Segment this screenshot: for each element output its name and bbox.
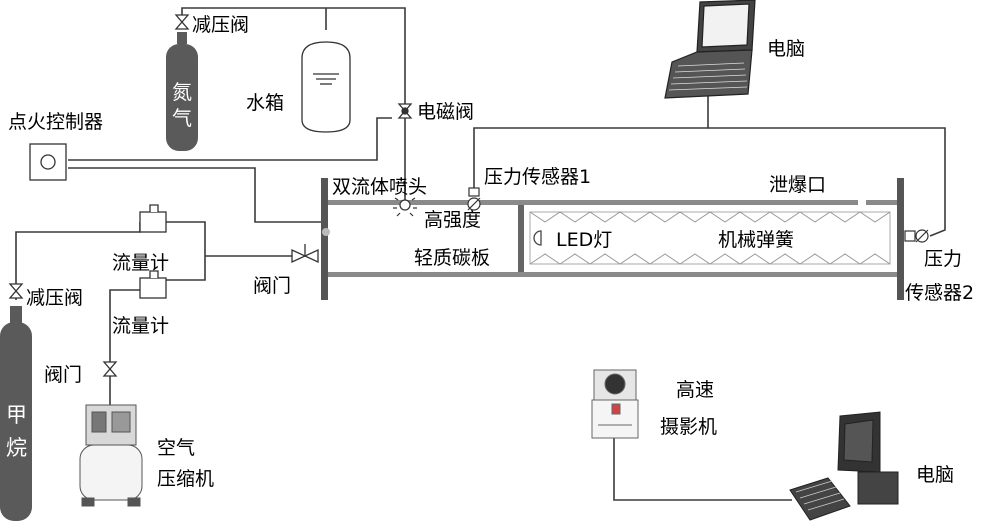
ignition-controller-shape xyxy=(29,143,67,181)
left-end-flange xyxy=(321,178,328,300)
pressure-sensor-1-shape xyxy=(467,187,481,211)
twin-fluid-nozzle-label: 双流体喷头 xyxy=(332,176,428,198)
carbon-plate-label-2: 轻质碳板 xyxy=(414,247,491,269)
spring-label: 机械弹簧 xyxy=(718,229,795,251)
air-valve-label: 阀门 xyxy=(44,364,83,386)
explosion-tube xyxy=(321,178,904,300)
flowmeter-top-shape xyxy=(139,211,167,233)
ignition-controller-label: 点火控制器 xyxy=(8,111,104,133)
methane-label-2: 烷 xyxy=(6,436,27,460)
reducer-valve-bottom-label: 减压阀 xyxy=(26,287,84,309)
pressure-sensor-2-shape xyxy=(904,229,929,243)
flowmeter-top-cap xyxy=(149,204,159,212)
laptop-wire-sensor1 xyxy=(473,95,709,195)
tube-bottom-wall xyxy=(328,272,897,277)
flowmeter-bottom-cap xyxy=(149,270,159,278)
reducer-valve-top-label: 减压阀 xyxy=(192,14,250,36)
pressure-sensor-1-label: 压力传感器1 xyxy=(484,166,592,188)
led-lamp-shape xyxy=(533,230,542,246)
laptop-shape xyxy=(664,0,756,99)
pressure-sensor-2-label-1: 压力 xyxy=(924,248,963,270)
methane-cylinder-shape xyxy=(0,306,32,521)
water-tank-label: 水箱 xyxy=(246,92,285,114)
solenoid-valve-core xyxy=(401,107,409,115)
ignition-wire xyxy=(68,167,326,223)
air-compressor-label-1: 空气 xyxy=(157,437,196,459)
air-valve-shape xyxy=(102,361,118,377)
flowmeter-bottom-shape xyxy=(139,277,167,299)
vent-label: 泄爆口 xyxy=(769,174,827,196)
flowmeter-bottom-label: 流量计 xyxy=(112,315,170,337)
led-lamp-label: LED灯 xyxy=(556,229,613,251)
laptop-wire-sensor2 xyxy=(708,127,946,237)
nozzle-shape xyxy=(393,192,417,217)
right-end-flange xyxy=(897,178,904,300)
tube-top-wall-right xyxy=(866,200,897,205)
camera-label-1: 高速 xyxy=(676,379,715,401)
tube-top-wall-left xyxy=(328,200,858,205)
carbon-plate-label-1: 高强度 xyxy=(424,209,482,231)
high-speed-camera-shape xyxy=(591,369,639,439)
methane-label-1: 甲 xyxy=(6,403,27,427)
nitrogen-cylinder-shape xyxy=(166,32,198,151)
flowmeter-merge-pipe xyxy=(160,221,206,281)
air-compressor-shape xyxy=(79,404,143,507)
reducer-valve-bottom-shape xyxy=(8,283,24,299)
camera-label-2: 摄影机 xyxy=(660,416,718,438)
air-pipe xyxy=(109,289,140,405)
solenoid-valve-label: 电磁阀 xyxy=(417,101,475,123)
mechanical-spring-upper xyxy=(529,211,891,223)
spring-region xyxy=(529,211,891,265)
air-compressor-label-2: 压缩机 xyxy=(157,468,215,490)
laptop-label: 电脑 xyxy=(767,38,806,60)
electrode xyxy=(322,228,330,236)
desktop-label: 电脑 xyxy=(916,464,955,486)
camera-cable xyxy=(613,438,792,501)
pressure-sensor-2-label-2: 传感器2 xyxy=(905,282,975,304)
mechanical-spring-lower xyxy=(529,253,891,265)
main-valve-label: 阀门 xyxy=(253,275,292,297)
solenoid-signal-wire xyxy=(68,117,392,161)
carbon-plate xyxy=(518,205,524,272)
nitrogen-label-1: 氮 xyxy=(172,80,192,104)
flowmeter-top-label: 流量计 xyxy=(112,252,170,274)
reducer-valve-top-shape xyxy=(174,14,190,30)
water-tank-shape xyxy=(301,41,351,133)
nitrogen-label-2: 气 xyxy=(172,106,192,130)
desktop-computer-shape xyxy=(789,411,899,521)
